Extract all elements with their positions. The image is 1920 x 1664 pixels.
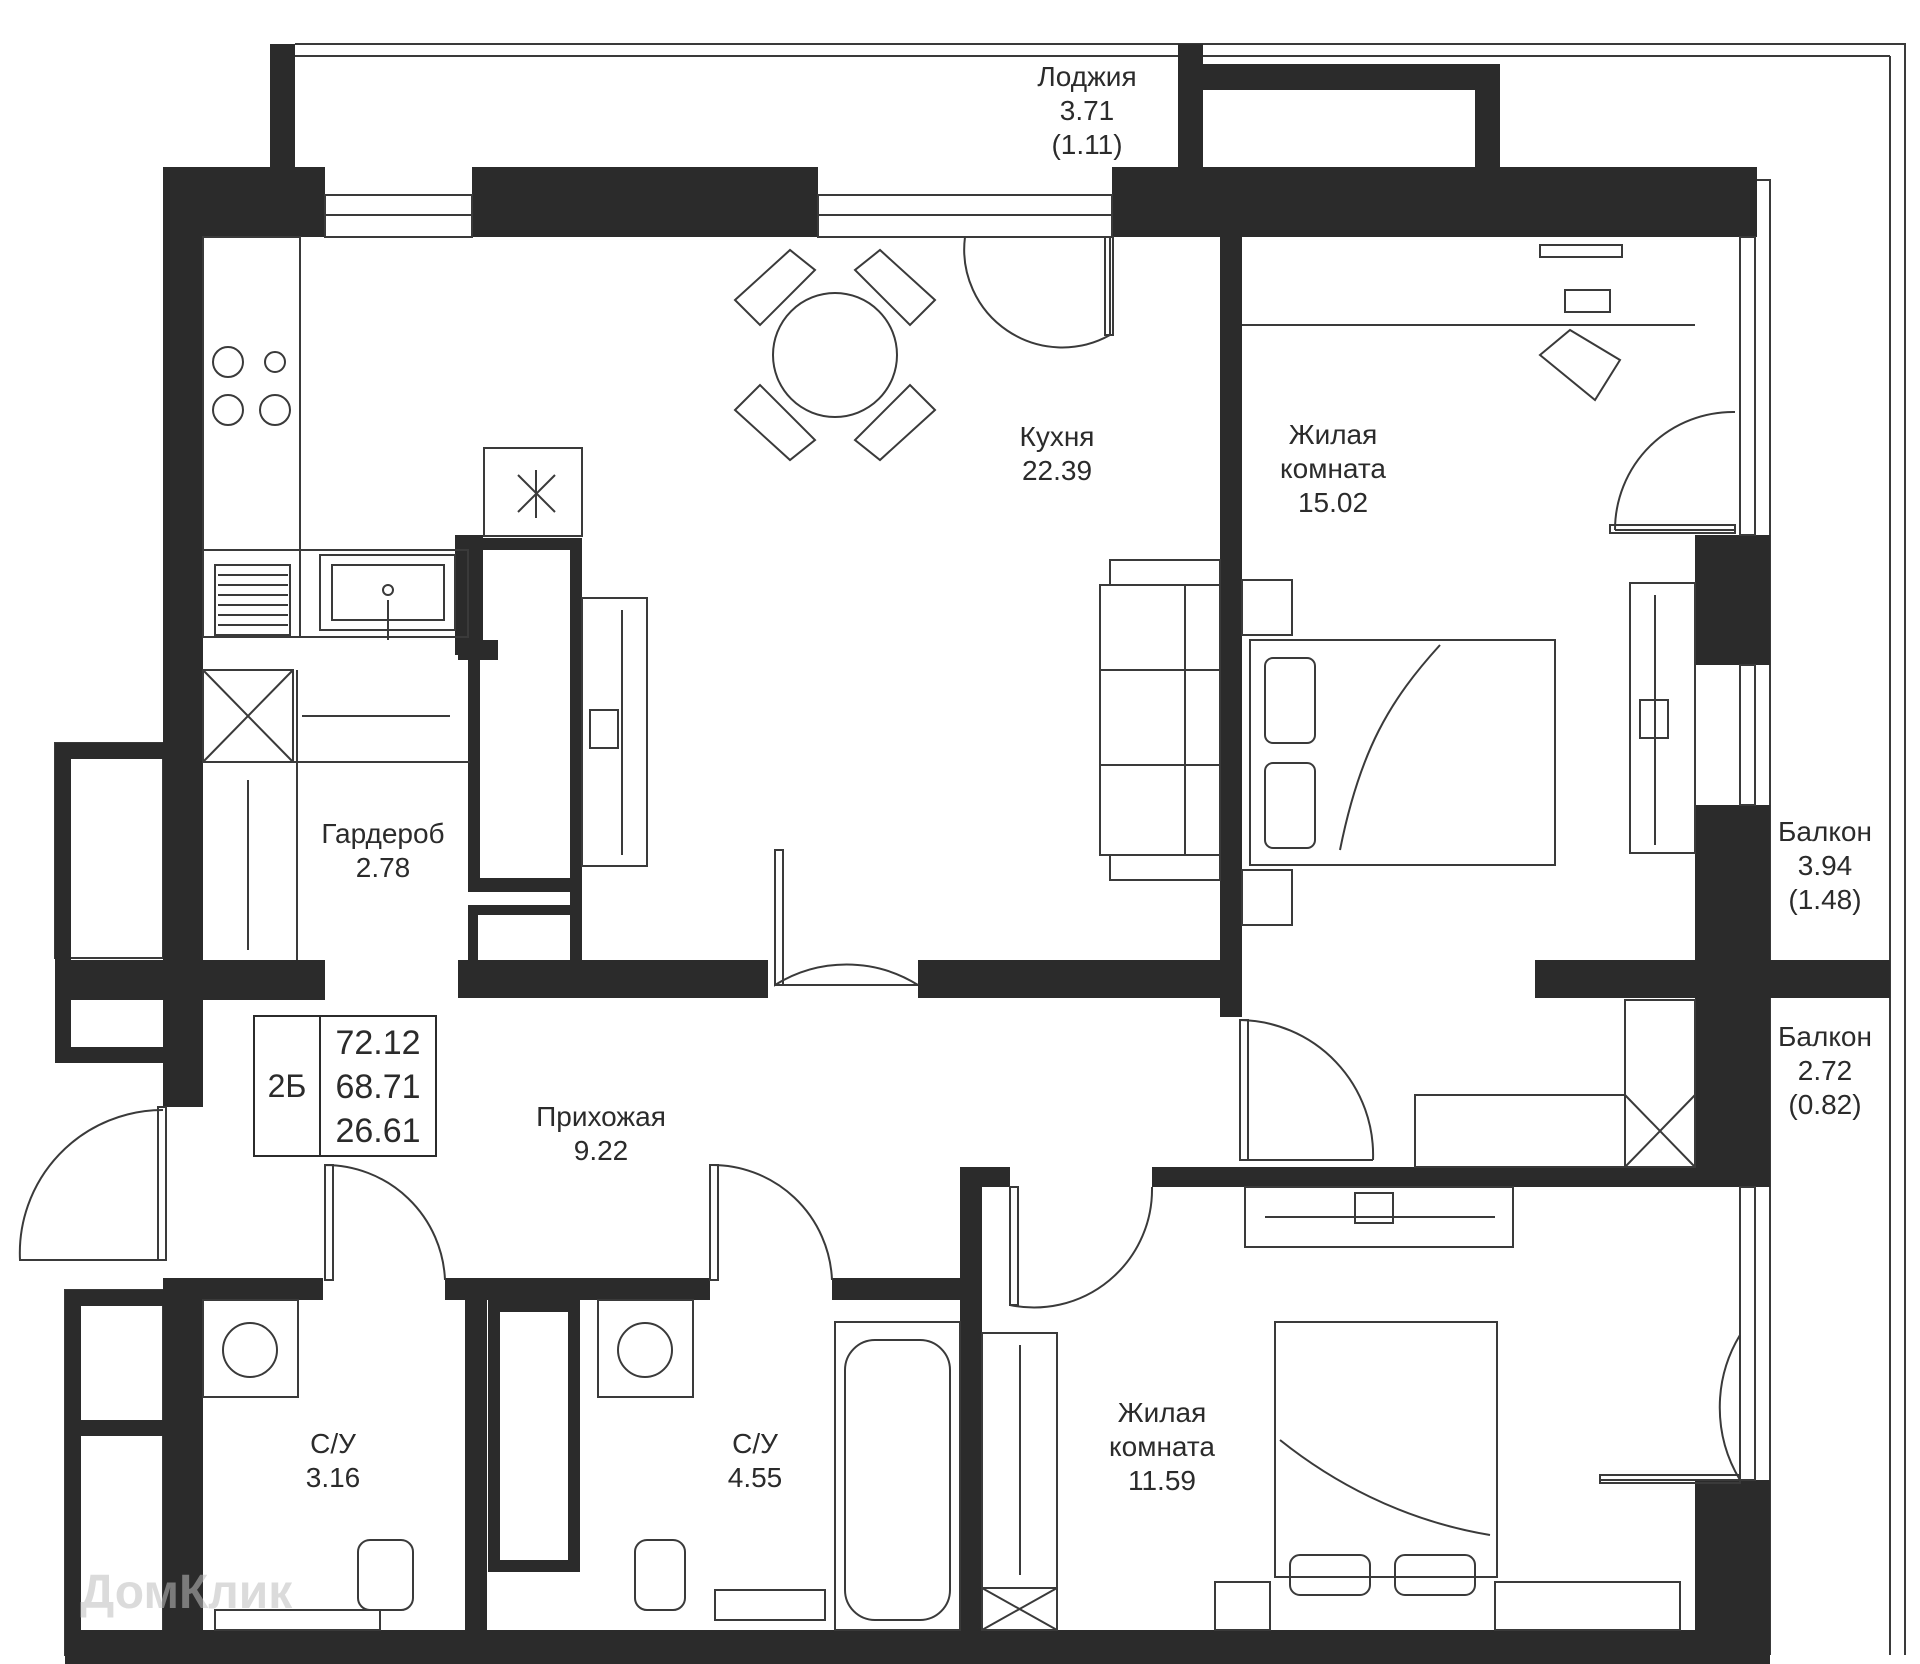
hallway-area: 9.22 <box>573 1135 629 1166</box>
bedroom2-name-line1: Жилая <box>1117 1397 1207 1428</box>
bathroom2-label: С/У 4.55 <box>728 1427 783 1495</box>
furniture <box>202 236 1696 1631</box>
loggia-label: Лоджия 3.71 (1.11) <box>1037 60 1136 162</box>
wardrobe-label: Гардероб 2.78 <box>321 817 444 885</box>
bedroom1-label: Жилая комната 15.02 <box>1280 418 1386 520</box>
windows <box>324 194 1756 1481</box>
watermark: ДомКлик <box>80 1566 293 1619</box>
kitchen-area: 22.39 <box>1021 455 1093 486</box>
balcony1-reduced-area: (1.48) <box>1788 884 1862 915</box>
walls <box>55 44 1890 1664</box>
bedroom2-area: 11.59 <box>1127 1465 1196 1496</box>
area-summary: 72.12 68.71 26.61 <box>321 1021 435 1153</box>
kitchen-name: Кухня <box>1019 421 1095 452</box>
total-area: 72.12 <box>335 1024 421 1062</box>
loggia-reduced-area: (1.11) <box>1051 129 1123 160</box>
apartment-summary: 2Б 72.12 68.71 26.61 <box>253 1015 437 1157</box>
area-without-balconies: 68.71 <box>335 1068 421 1106</box>
bedroom2-label: Жилая комната 11.59 <box>1109 1396 1215 1498</box>
living-area: 26.61 <box>335 1112 421 1150</box>
loggia-area: 3.71 <box>1059 95 1115 126</box>
balcony1-area: 3.94 <box>1797 850 1853 881</box>
bathroom1-label: С/У 3.16 <box>306 1427 361 1495</box>
balcony2-reduced-area: (0.82) <box>1788 1089 1862 1120</box>
wardrobe-name: Гардероб <box>321 818 445 849</box>
kitchen-label: Кухня 22.39 <box>1020 420 1095 488</box>
balcony1-name: Балкон <box>1778 816 1872 847</box>
doors <box>18 236 1742 1484</box>
balcony1-label: Балкон 3.94 (1.48) <box>1778 815 1872 917</box>
bathroom1-area: 3.16 <box>305 1462 361 1493</box>
bedroom1-area: 15.02 <box>1297 487 1369 518</box>
bathroom1-name: С/У <box>310 1428 356 1459</box>
balcony2-area: 2.72 <box>1797 1055 1853 1086</box>
bedroom1-name-line1: Жилая <box>1288 419 1378 450</box>
balcony2-name: Балкон <box>1778 1021 1872 1052</box>
loggia-name: Лоджия <box>1037 61 1137 92</box>
hallway-label: Прихожая 9.22 <box>536 1100 666 1168</box>
bedroom1-name-line2: комната <box>1280 453 1386 484</box>
bathroom2-name: С/У <box>732 1428 778 1459</box>
wardrobe-area: 2.78 <box>355 852 411 883</box>
bathroom2-area: 4.55 <box>727 1462 783 1493</box>
bedroom2-name-line2: комната <box>1109 1431 1215 1462</box>
balcony2-label: Балкон 2.72 (0.82) <box>1778 1020 1872 1122</box>
apartment-type: 2Б <box>255 1017 321 1155</box>
hallway-name: Прихожая <box>536 1101 666 1132</box>
